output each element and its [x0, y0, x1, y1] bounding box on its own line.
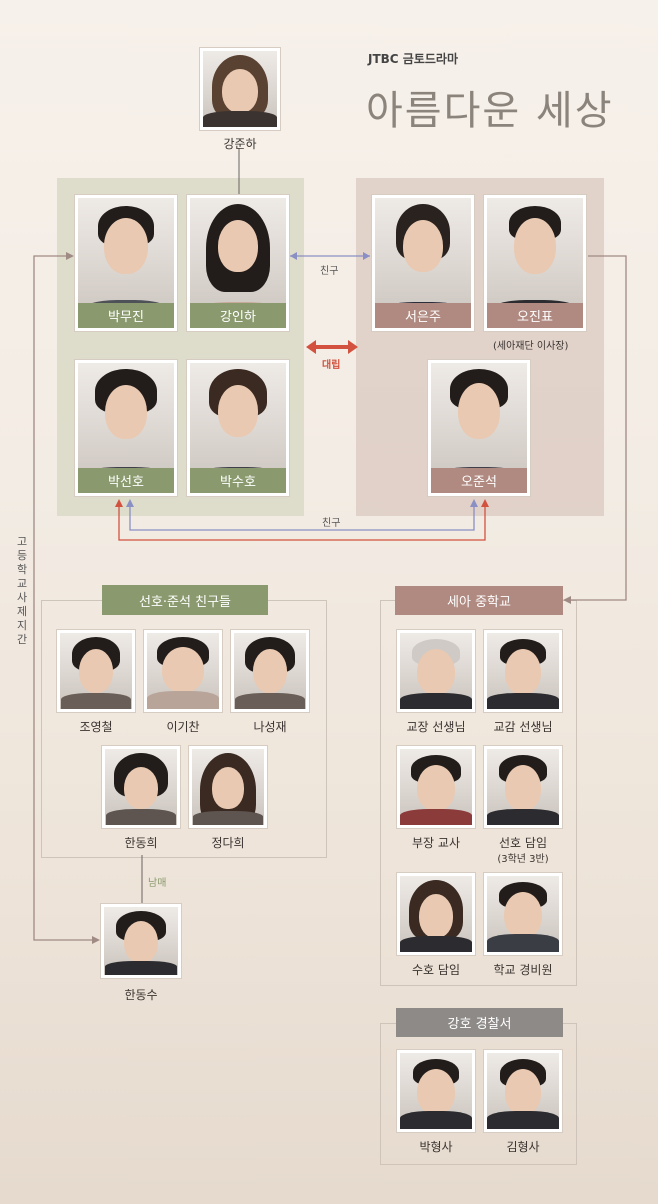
caption-detective-kim: 김형사 — [506, 1140, 540, 1154]
name-oh-junseok: 오준석 — [431, 468, 527, 493]
caption-detective-park: 박형사 — [419, 1140, 453, 1154]
name-park-mujin: 박무진 — [78, 303, 174, 328]
portrait-kang-inha: 강인하 — [186, 194, 290, 332]
label-friend-sons: 친구 — [322, 518, 341, 529]
police-group-title: 강호 경찰서 — [396, 1008, 563, 1037]
portrait-han-dongsu — [100, 903, 182, 979]
portrait-park-suho: 박수호 — [186, 359, 290, 497]
caption-lee-gichan: 이기찬 — [166, 720, 200, 734]
name-oh-jinpyo: 오진표 — [487, 303, 583, 328]
portrait-park-seonho: 박선호 — [74, 359, 178, 497]
label-conflict: 대립 — [322, 360, 341, 371]
label-friend-parents: 친구 — [320, 266, 339, 277]
portrait-seo-eunju: 서은주 — [371, 194, 475, 332]
drama-title: 아름다운 세상 — [366, 88, 614, 134]
label-school-incident: 고등학교 사제지간 — [16, 535, 28, 646]
caption-seonho-teacher: 선호 담임 — [499, 836, 547, 850]
caption-han-dongsu: 한동수 — [124, 988, 158, 1002]
network-label: JTBC 금토드라마 — [368, 52, 458, 66]
caption-jo-yeongcheol: 조영철 — [79, 720, 113, 734]
name-seo-eunju: 서은주 — [375, 303, 471, 328]
portrait-han-donghui — [101, 745, 181, 829]
portrait-jeong-dahui — [188, 745, 268, 829]
portrait-park-mujin: 박무진 — [74, 194, 178, 332]
network-logo: JTBC 금토드라마 — [368, 48, 458, 67]
portrait-suho-teacher — [396, 872, 476, 956]
portrait-detective-park — [396, 1049, 476, 1133]
portrait-detective-kim — [483, 1049, 563, 1133]
caption-kang-junha: 강준하 — [223, 137, 257, 151]
portrait-principal — [396, 629, 476, 713]
caption-head-teacher: 부장 교사 — [412, 836, 460, 850]
caption-principal: 교장 선생님 — [406, 720, 466, 734]
caption-vice-principal: 교감 선생님 — [493, 720, 553, 734]
friends-group-title: 선호·준석 친구들 — [102, 585, 268, 615]
portrait-oh-junseok: 오준석 — [427, 359, 531, 497]
school-group-title: 세아 중학교 — [395, 586, 563, 615]
portrait-school-guard — [483, 872, 563, 956]
caption-jeong-dahui: 정다희 — [211, 836, 245, 850]
portrait-vice-principal — [483, 629, 563, 713]
portrait-lee-gichan — [143, 629, 223, 713]
portrait-head-teacher — [396, 745, 476, 829]
portrait-oh-jinpyo: 오진표 — [483, 194, 587, 332]
name-kang-inha: 강인하 — [190, 303, 286, 328]
name-park-seonho: 박선호 — [78, 468, 174, 493]
name-park-suho: 박수호 — [190, 468, 286, 493]
caption-na-seongjae: 나성재 — [253, 720, 287, 734]
caption-school-guard: 학교 경비원 — [493, 963, 553, 977]
portrait-na-seongjae — [230, 629, 310, 713]
portrait-kang-junha — [199, 47, 281, 131]
portrait-jo-yeongcheol — [56, 629, 136, 713]
portrait-seonho-teacher — [483, 745, 563, 829]
note-seonho-teacher: (3학년 3반) — [497, 854, 549, 865]
caption-suho-teacher: 수호 담임 — [412, 963, 460, 977]
label-siblings: 남매 — [148, 878, 167, 889]
note-oh-jinpyo: (세아재단 이사장) — [493, 341, 569, 352]
caption-han-donghui: 한동희 — [124, 836, 158, 850]
